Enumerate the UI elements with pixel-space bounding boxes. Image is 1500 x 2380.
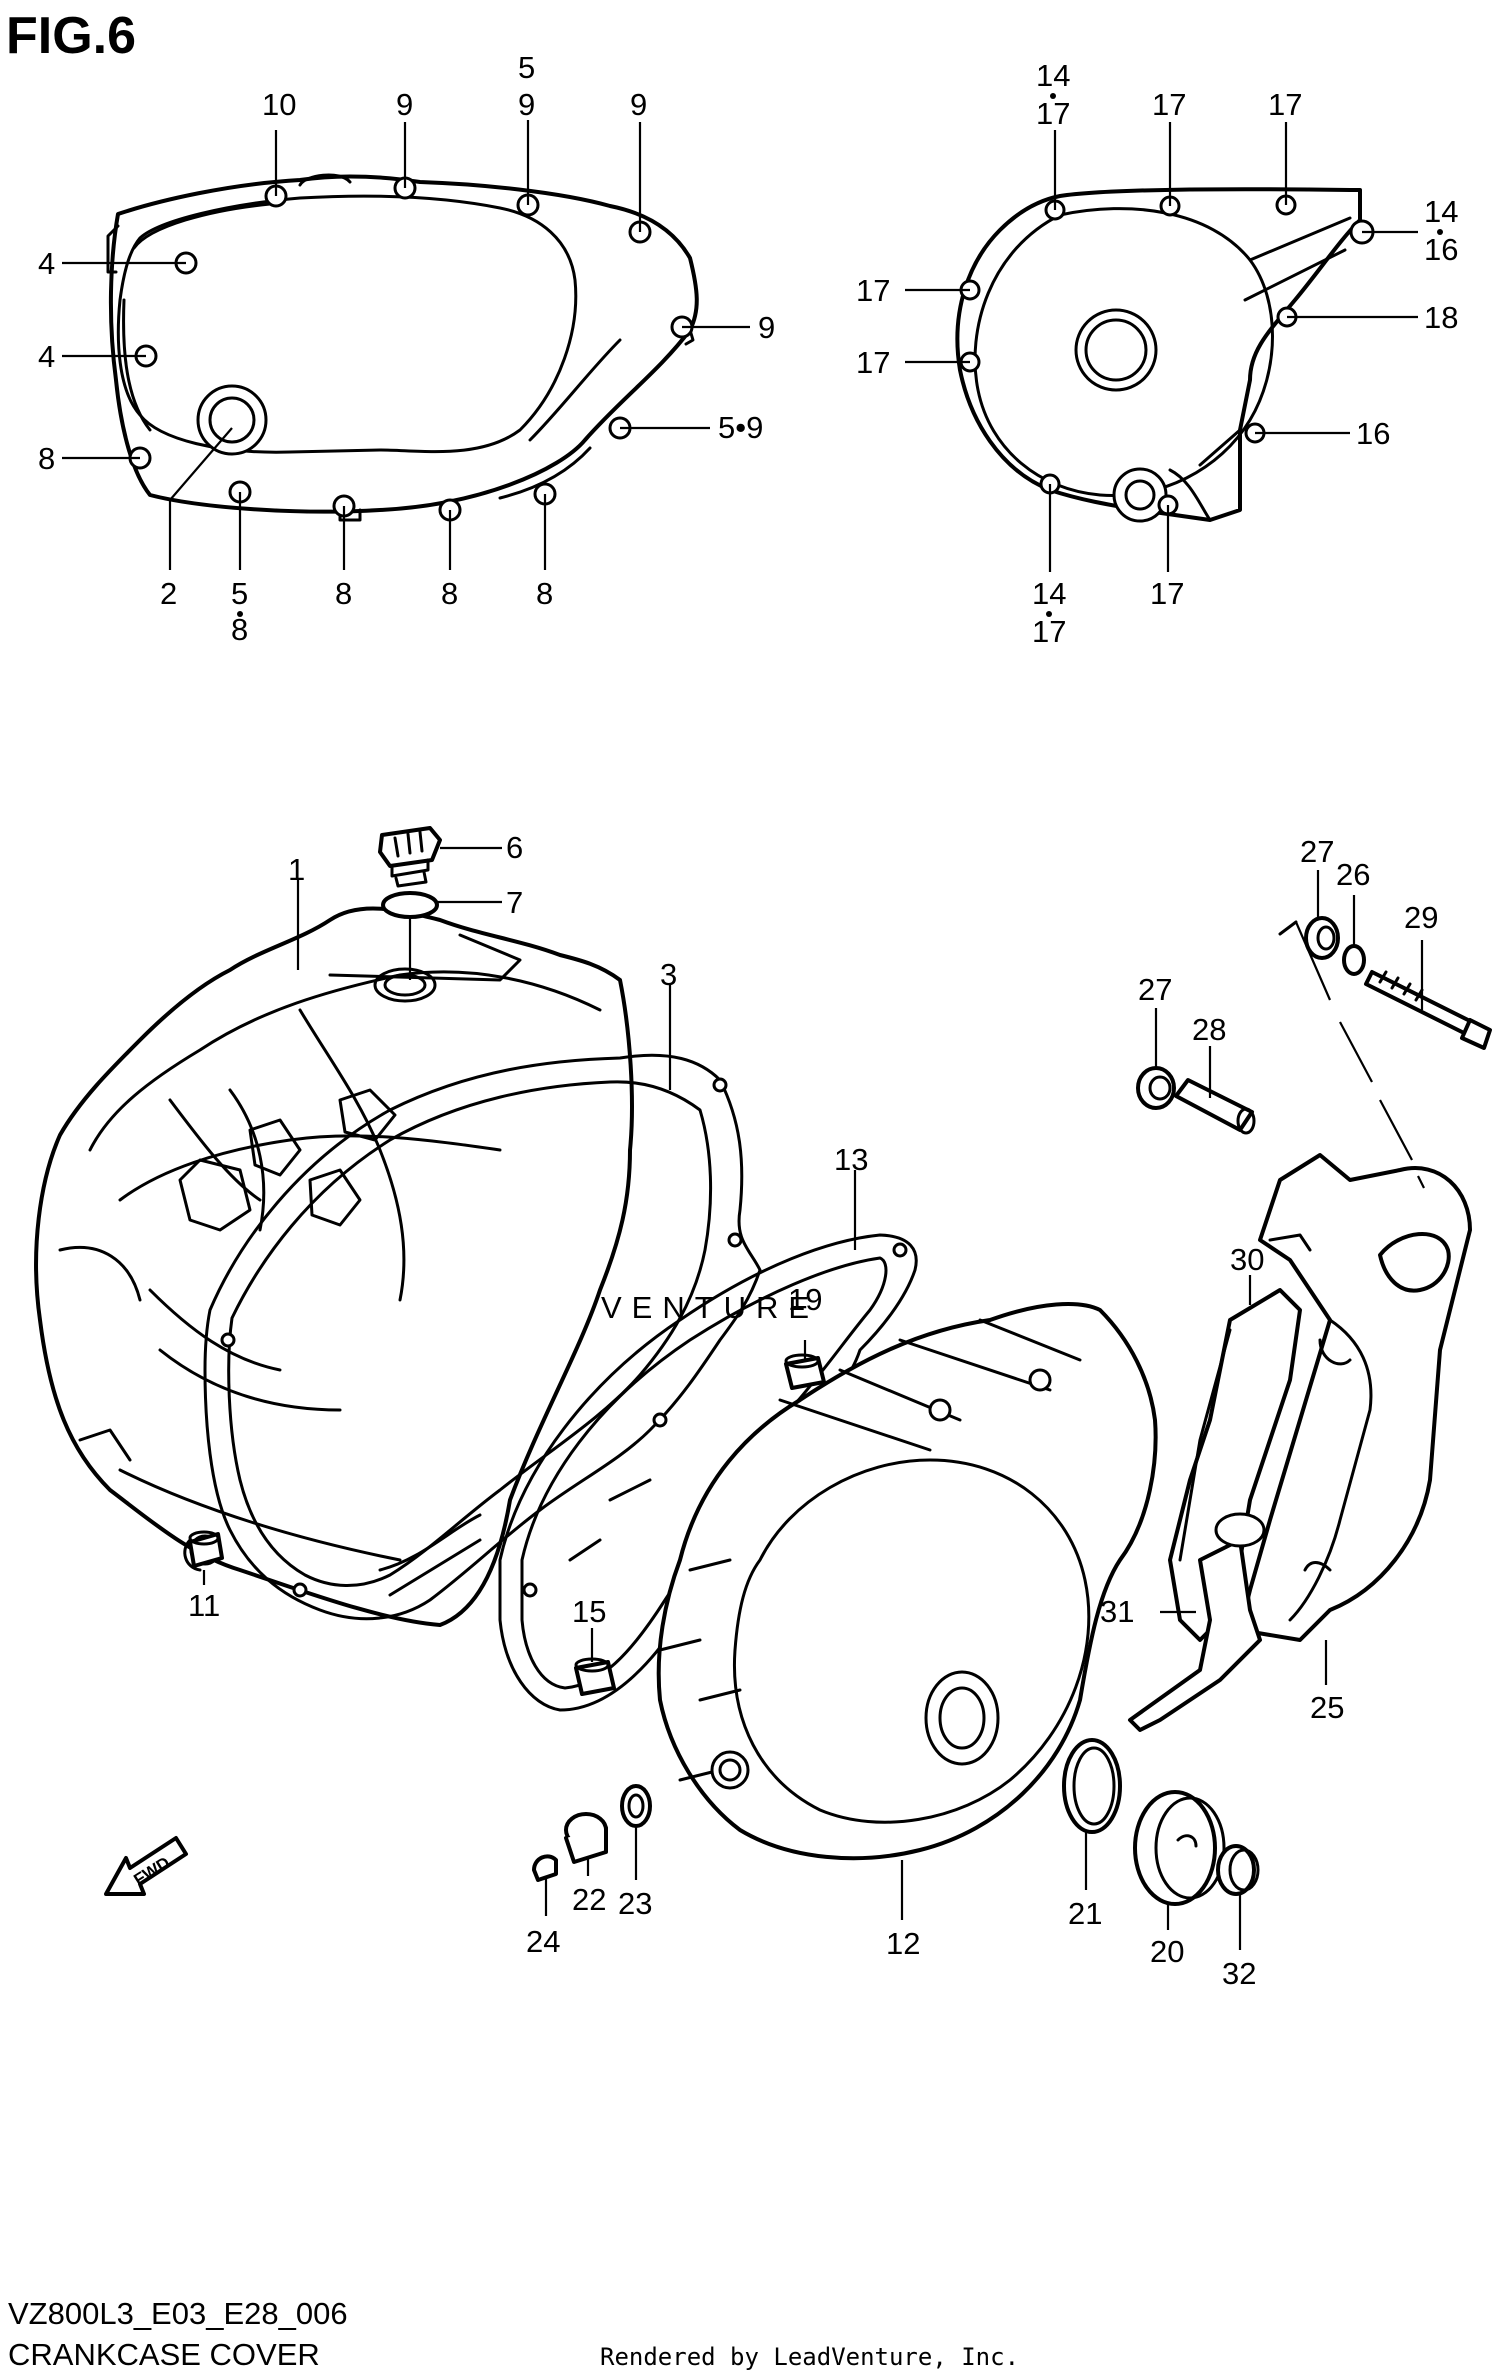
callout-9: 9 [630, 87, 647, 122]
magneto-cover-labels: 14 17 17 17 14 16 17 18 17 16 14 17 17 [856, 58, 1458, 649]
callout-17: 17 [1036, 96, 1070, 131]
callout-18: 18 [1424, 300, 1458, 335]
callout-32: 32 [1222, 1956, 1256, 1991]
callout-1: 1 [288, 852, 305, 887]
callout-17: 17 [856, 345, 890, 380]
clutch-cover-leaders [62, 120, 750, 570]
clutch-cover-labels: 10 9 5 9 9 4 4 9 5•9 8 2 5 8 8 8 8 [38, 50, 775, 647]
exploded-leaders [202, 846, 1424, 1950]
callout-16: 16 [1424, 232, 1458, 267]
callout-27: 27 [1138, 972, 1172, 1007]
callout-9: 9 [518, 87, 535, 122]
callout-24: 24 [526, 1924, 560, 1959]
callout-9: 9 [396, 87, 413, 122]
callout-11: 11 [188, 1588, 220, 1623]
part-24-cap [532, 1854, 558, 1882]
part-26-washer [1342, 944, 1366, 976]
callout-27: 27 [1300, 834, 1334, 869]
assembly-line [1294, 921, 1425, 1189]
part-7-o-ring [381, 891, 439, 919]
part-27-grommet-upper [1304, 916, 1340, 960]
render-credit: Rendered by LeadVenture, Inc. [600, 2343, 1020, 2371]
callout-17: 17 [1152, 87, 1186, 122]
magneto-cover-leaders [905, 122, 1418, 572]
callout-29: 29 [1404, 900, 1438, 935]
callout-25: 25 [1310, 1690, 1344, 1725]
callout-8: 8 [231, 612, 248, 647]
part-3-gasket [203, 1053, 762, 1621]
part-15-dowel [574, 1657, 616, 1696]
part-29-bolt [1364, 970, 1492, 1050]
magneto-cover-outline [955, 187, 1375, 523]
part-27-grommet-lower [1136, 1066, 1176, 1110]
callout-8: 8 [335, 576, 352, 611]
part-32-cap [1216, 1844, 1260, 1896]
part-11-dowel [188, 1530, 224, 1568]
callout-20: 20 [1150, 1934, 1184, 1969]
part-31-stay [1128, 1512, 1266, 1732]
callout-13: 13 [834, 1142, 868, 1177]
part-12-clutch-cover [656, 1302, 1158, 1861]
exploded-labels: 1 6 7 3 13 19 11 15 27 26 29 27 28 30 31… [188, 830, 1438, 1991]
callout-5: 5 [231, 576, 248, 611]
callout-26: 26 [1336, 857, 1370, 892]
callout-7: 7 [506, 885, 523, 920]
part-21-o-ring [1062, 1738, 1122, 1834]
callout-28: 28 [1192, 1012, 1226, 1047]
part-13-gasket [498, 1233, 918, 1712]
callout-3: 3 [660, 957, 677, 992]
callout-14: 14 [1032, 576, 1066, 611]
callout-4: 4 [38, 339, 55, 374]
diagram-subtitle: CRANKCASE COVER [8, 2337, 320, 2372]
diagram-code: VZ800L3_E03_E28_006 [8, 2296, 348, 2331]
part-22-plug [564, 1812, 608, 1864]
part-25-cover [1238, 1153, 1472, 1642]
callout-21: 21 [1068, 1896, 1102, 1931]
callout-9: 9 [758, 310, 775, 345]
callout-17: 17 [856, 273, 890, 308]
callout-8: 8 [536, 576, 553, 611]
callout-8: 8 [38, 441, 55, 476]
part-28-collar [1174, 1078, 1256, 1135]
part-1-crankcase [34, 906, 634, 1627]
part-23-washer [620, 1784, 652, 1828]
callout-15: 15 [572, 1594, 606, 1629]
callout-31: 31 [1100, 1594, 1134, 1629]
callout-16: 16 [1356, 416, 1390, 451]
callout-4: 4 [38, 246, 55, 281]
callout-19: 19 [788, 1282, 822, 1317]
part-19-dowel [784, 1353, 826, 1390]
part-6-filler-cap [378, 826, 442, 888]
callout-17: 17 [1268, 87, 1302, 122]
clutch-cover-outline [106, 173, 699, 522]
callout-5: 5 [518, 50, 535, 85]
callout-14: 14 [1036, 58, 1070, 93]
part-20-plug [1133, 1790, 1226, 1906]
callout-17: 17 [1150, 576, 1184, 611]
callout-10: 10 [262, 87, 296, 122]
callout-14: 14 [1424, 194, 1458, 229]
callout-22: 22 [572, 1882, 606, 1917]
figure-title: FIG.6 [6, 7, 137, 65]
callout-23: 23 [618, 1886, 652, 1921]
callout-6: 6 [506, 830, 523, 865]
callout-8: 8 [441, 576, 458, 611]
fwd-arrow: FWD [104, 1836, 188, 1896]
callout-17: 17 [1032, 614, 1066, 649]
callout-30: 30 [1230, 1242, 1264, 1277]
callout-12: 12 [886, 1926, 920, 1961]
callout-5-9: 5•9 [718, 410, 763, 445]
callout-2: 2 [160, 576, 177, 611]
